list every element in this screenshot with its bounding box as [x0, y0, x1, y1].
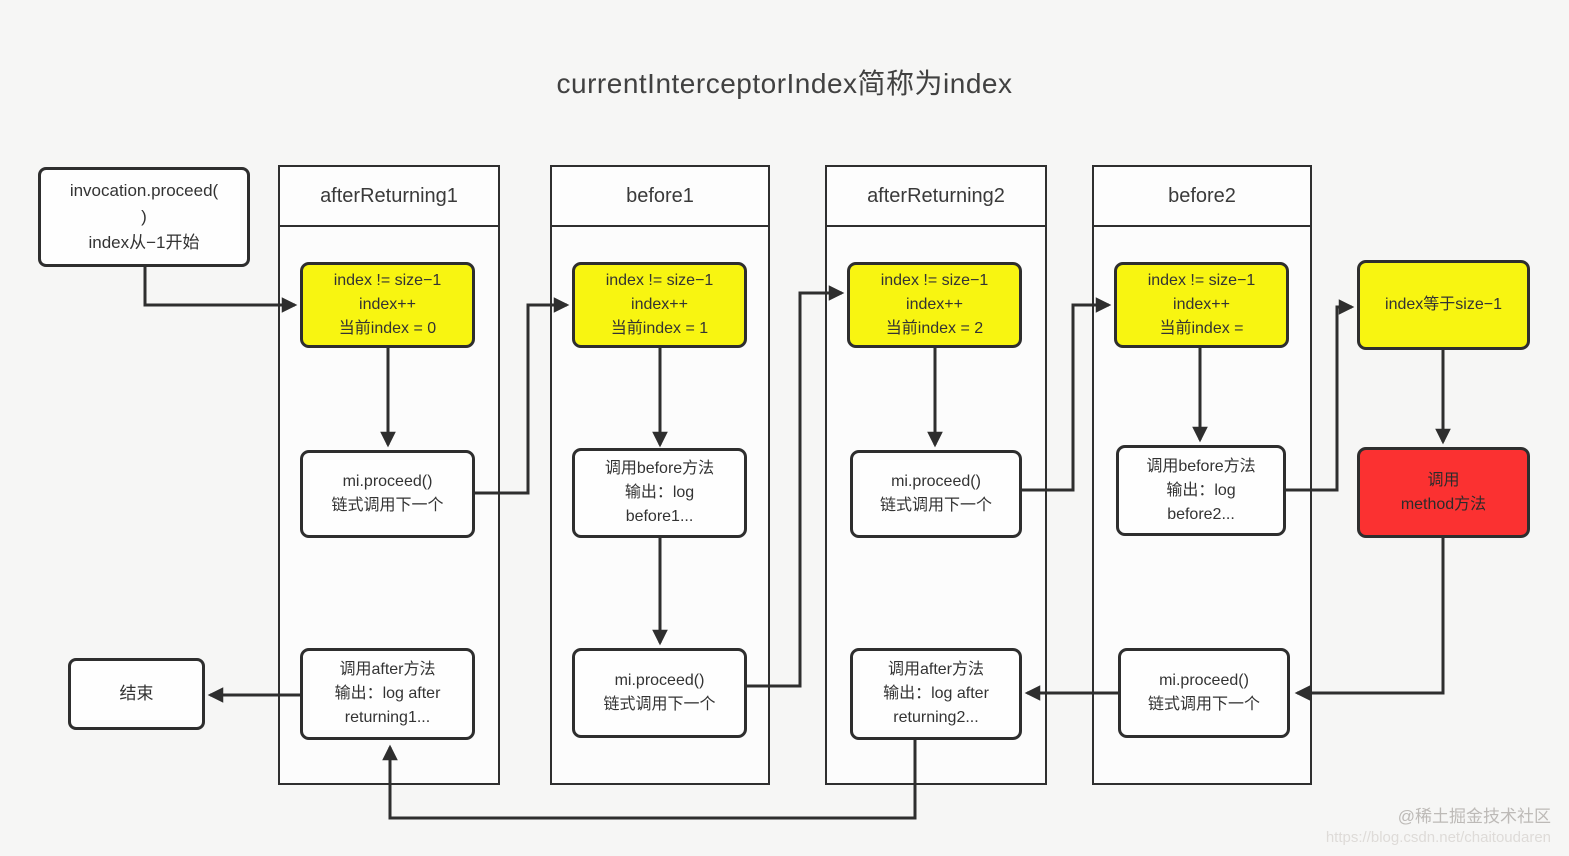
column-header-before2: before2	[1094, 167, 1310, 227]
box-line: 输出：log	[1166, 481, 1236, 499]
condition-line: index++	[631, 296, 688, 313]
box-line: mi.proceed()	[891, 473, 981, 490]
condition-line: index++	[359, 296, 416, 313]
box-line: mi.proceed()	[342, 473, 433, 490]
box-line: 输出：log	[624, 484, 695, 501]
box-line: 调用before方法	[1146, 457, 1256, 475]
before-call-box-before2: 调用before方法 输出：log before2...	[1116, 445, 1286, 536]
box-line: returning2...	[893, 709, 979, 726]
proceed-box-afterreturning1: mi.proceed() 链式调用下一个	[300, 450, 475, 538]
column-header-afterreturning1: afterReturning1	[280, 167, 498, 227]
condition-line: index != size−1	[880, 272, 989, 289]
condition-line: index != size−1	[333, 272, 442, 289]
condition-box-afterreturning2: index != size−1 index++ 当前index = 2	[847, 262, 1022, 348]
box-line: 输出：log after	[883, 685, 989, 702]
box-line: before1...	[625, 508, 694, 525]
column-header-afterreturning2: afterReturning2	[827, 167, 1045, 227]
watermark-community: @稀土掘金技术社区	[1397, 807, 1551, 826]
box-line: mi.proceed()	[1159, 672, 1249, 689]
end-box-label: 结束	[119, 684, 154, 703]
watermark: @稀土掘金技术社区 https://blog.csdn.net/chaitoud…	[1326, 806, 1551, 848]
condition-line: 当前index = 0	[338, 320, 437, 337]
start-box-line: index从−1开始	[88, 233, 200, 252]
watermark-url: https://blog.csdn.net/chaitoudaren	[1325, 829, 1551, 846]
start-box-line: )	[141, 207, 147, 226]
box-line: index等于size−1	[1385, 296, 1502, 313]
box-line: 链式调用下一个	[879, 497, 992, 514]
box-line: 链式调用下一个	[331, 497, 444, 514]
before-call-box-before1: 调用before方法 输出：log before1...	[572, 448, 747, 538]
condition-box-afterreturning1: index != size−1 index++ 当前index = 0	[300, 262, 475, 348]
proceed-box-before1: mi.proceed() 链式调用下一个	[572, 648, 747, 738]
box-line: mi.proceed()	[614, 672, 705, 689]
end-box: 结束	[68, 658, 205, 730]
condition-box-before2: index != size−1 index++ 当前index =	[1114, 262, 1289, 348]
condition-line: 当前index = 2	[885, 320, 984, 337]
box-line: 调用before方法	[604, 460, 715, 477]
box-line: returning1...	[344, 709, 431, 726]
condition-box-before1: index != size−1 index++ 当前index = 1	[572, 262, 747, 348]
condition-line: index != size−1	[1147, 272, 1256, 289]
box-line: 调用after方法	[887, 661, 985, 678]
start-box: invocation.proceed( ) index从−1开始	[38, 167, 250, 267]
box-line: 调用after方法	[339, 661, 436, 678]
box-line: 调用	[1427, 471, 1460, 489]
after-call-box-returning2: 调用after方法 输出：log after returning2...	[850, 648, 1022, 740]
call-method-box: 调用 method方法	[1357, 447, 1530, 538]
box-line: 输出：log after	[334, 685, 441, 702]
condition-line: 当前index = 1	[610, 320, 709, 337]
box-line: before2...	[1167, 505, 1235, 523]
box-line: 链式调用下一个	[1147, 696, 1260, 713]
after-call-box-returning1: 调用after方法 输出：log after returning1...	[300, 648, 475, 740]
box-line: method方法	[1400, 495, 1487, 513]
start-box-line: invocation.proceed(	[69, 181, 219, 200]
condition-line: index != size−1	[605, 272, 714, 289]
index-equals-size-box: index等于size−1	[1357, 260, 1530, 350]
condition-line: index++	[1173, 296, 1230, 313]
column-header-before1: before1	[552, 167, 768, 227]
condition-line: index++	[906, 296, 963, 313]
proceed-box-afterreturning2: mi.proceed() 链式调用下一个	[850, 450, 1022, 538]
box-line: 链式调用下一个	[603, 696, 716, 713]
proceed-box-before2: mi.proceed() 链式调用下一个	[1118, 648, 1290, 738]
condition-line: 当前index =	[1159, 320, 1244, 337]
diagram-title: currentInterceptorIndex简称为index	[556, 68, 1013, 99]
